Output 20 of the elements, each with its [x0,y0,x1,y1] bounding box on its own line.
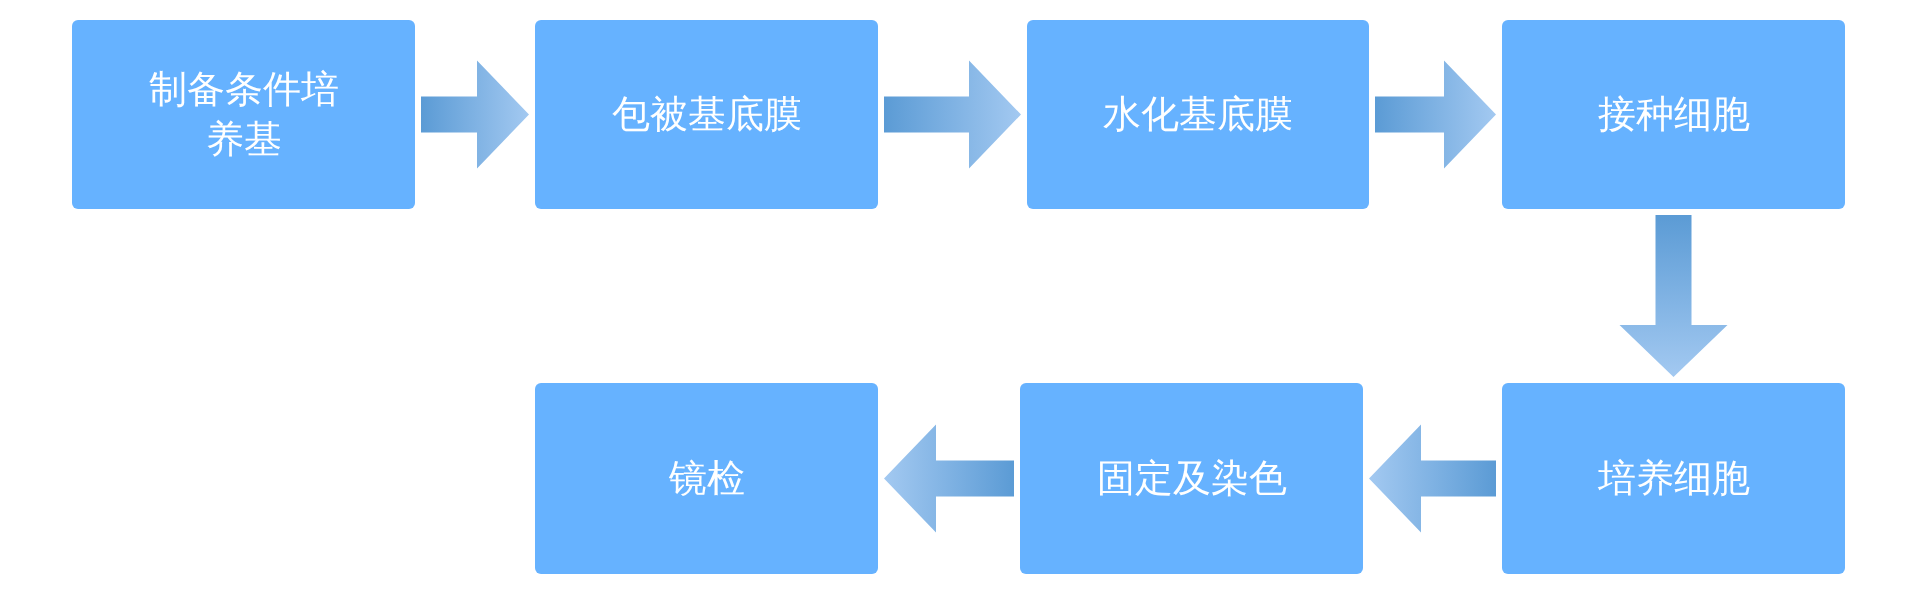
step-label: 制备条件培养基 [147,66,340,163]
step-label: 水化基底膜 [1103,90,1293,138]
block-arrow [1375,60,1496,169]
step-label: 镜检 [668,454,745,502]
process-box [1027,20,1369,209]
step-label: 培养细胞 [1597,454,1750,502]
step-label: 包被基底膜 [611,90,802,138]
process-box [535,20,878,209]
block-arrow [1369,424,1496,533]
block-arrow [884,424,1014,533]
process-box [72,20,415,209]
process-box [1020,383,1363,574]
block-arrow [1619,215,1728,377]
block-arrow [421,60,529,169]
block-arrow [884,60,1021,169]
process-box [535,383,878,574]
process-box [1502,20,1845,209]
step-label: 接种细胞 [1597,90,1750,138]
process-box [1502,383,1845,574]
step-label: 固定及染色 [1096,454,1287,502]
